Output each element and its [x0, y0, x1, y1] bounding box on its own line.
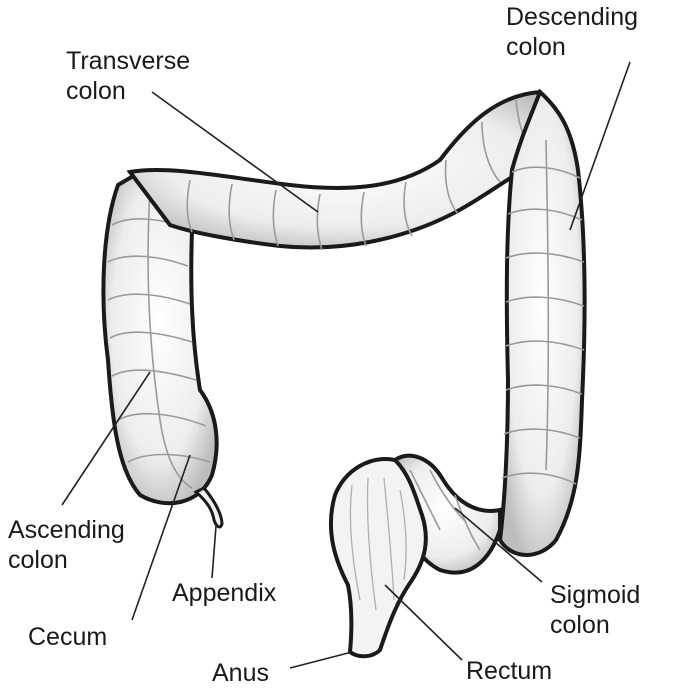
transverse-colon-shape	[126, 89, 559, 251]
label-appendix: Appendix	[172, 579, 277, 607]
label-descending-colon: Descending colon	[506, 3, 639, 61]
rectum-shape	[328, 457, 428, 659]
leader-sigmoid-colon	[454, 507, 543, 583]
leader-rectum	[384, 584, 463, 661]
leader-transverse-colon	[151, 91, 319, 213]
descending-colon-shape	[497, 88, 587, 557]
leader-anus	[289, 651, 353, 669]
label-sigmoid-colon: Sigmoid colon	[550, 581, 641, 639]
leader-appendix	[211, 525, 217, 579]
leader-ascending-colon	[61, 371, 151, 506]
label-transverse-colon: Transverse colon	[66, 47, 191, 105]
appendix-shape	[193, 486, 224, 529]
leader-cecum	[131, 454, 191, 621]
leader-descending-colon	[569, 61, 631, 231]
label-rectum: Rectum	[466, 657, 553, 685]
label-ascending-colon: Ascending colon	[8, 516, 125, 574]
label-anus: Anus	[212, 659, 269, 687]
leader-lines	[61, 61, 631, 669]
label-cecum: Cecum	[28, 623, 108, 651]
